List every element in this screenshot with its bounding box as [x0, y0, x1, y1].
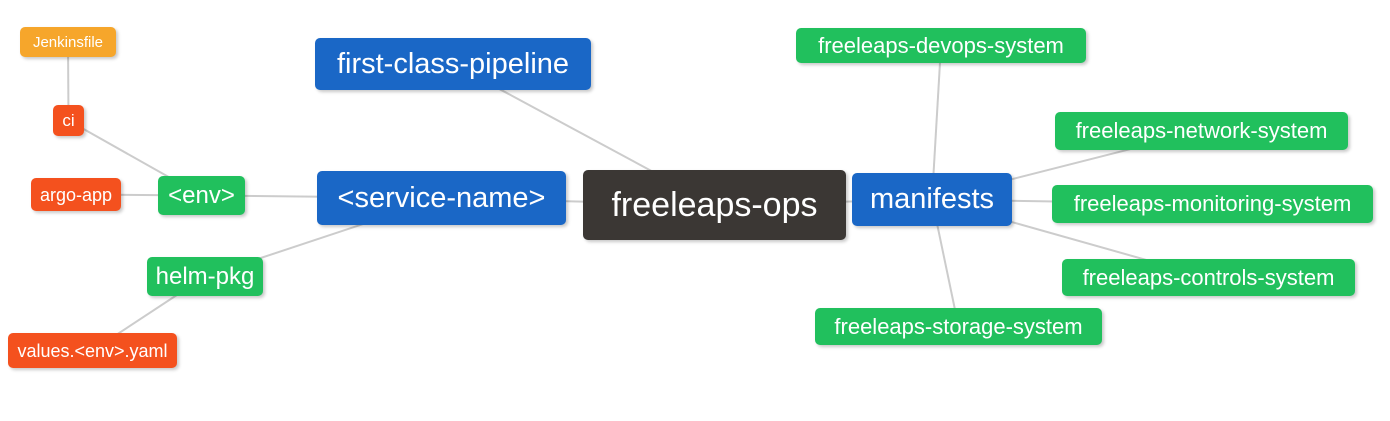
node-service-name[interactable]: <service-name> [317, 171, 566, 225]
node-monitoring-system[interactable]: freeleaps-monitoring-system [1052, 185, 1373, 223]
node-values-env-yaml-label: values.<env>.yaml [17, 340, 168, 361]
node-jenkinsfile[interactable]: Jenkinsfile [20, 27, 116, 57]
node-freeleaps-ops[interactable]: freeleaps-ops [583, 170, 846, 240]
node-freeleaps-ops-label: freeleaps-ops [611, 186, 818, 224]
node-ci-label: ci [62, 111, 75, 130]
node-first-class-pipeline[interactable]: first-class-pipeline [315, 38, 591, 90]
node-network-system[interactable]: freeleaps-network-system [1055, 112, 1348, 150]
node-service-name-label: <service-name> [337, 181, 546, 214]
node-devops-system-label: freeleaps-devops-system [818, 32, 1064, 58]
node-env[interactable]: <env> [158, 176, 245, 215]
node-helm-pkg[interactable]: helm-pkg [147, 257, 263, 296]
node-jenkinsfile-label: Jenkinsfile [32, 33, 104, 51]
node-argo-app-label: argo-app [39, 184, 113, 205]
node-controls-system-label: freeleaps-controls-system [1082, 264, 1335, 290]
node-network-system-label: freeleaps-network-system [1075, 118, 1328, 143]
node-storage-system[interactable]: freeleaps-storage-system [815, 308, 1102, 345]
node-manifests-label: manifests [869, 183, 995, 215]
node-argo-app[interactable]: argo-app [31, 178, 121, 211]
node-env-label: <env> [168, 181, 235, 209]
node-devops-system[interactable]: freeleaps-devops-system [796, 28, 1086, 63]
node-controls-system[interactable]: freeleaps-controls-system [1062, 259, 1355, 296]
node-storage-system-label: freeleaps-storage-system [834, 313, 1083, 339]
node-manifests[interactable]: manifests [852, 173, 1012, 226]
node-helm-pkg-label: helm-pkg [155, 262, 255, 290]
node-values-env-yaml[interactable]: values.<env>.yaml [8, 333, 177, 368]
node-ci[interactable]: ci [53, 105, 84, 136]
node-monitoring-system-label: freeleaps-monitoring-system [1073, 191, 1352, 216]
node-first-class-pipeline-label: first-class-pipeline [336, 47, 570, 80]
